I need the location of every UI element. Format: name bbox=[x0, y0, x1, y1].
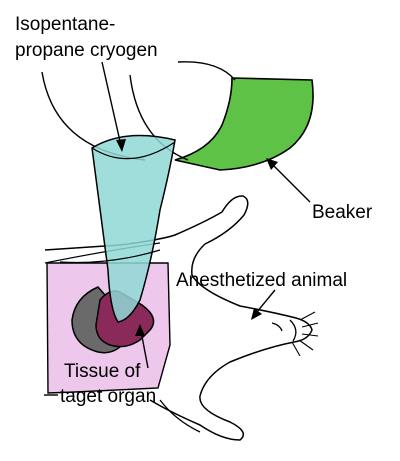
glass-rim bbox=[178, 62, 235, 80]
beaker-pointer bbox=[268, 160, 310, 202]
animal-nose bbox=[290, 320, 296, 341]
cryogen-pointer bbox=[102, 62, 122, 150]
tissue-label-line2: taget organ bbox=[60, 386, 156, 407]
cryogen-label-line1: Isopentane- bbox=[15, 14, 115, 35]
tissue-label-line1: Tissue of bbox=[64, 361, 141, 382]
beaker-label: Beaker bbox=[312, 202, 373, 223]
beaker-shape bbox=[175, 78, 313, 170]
cryogen-label-line2: propane cryogen bbox=[15, 40, 158, 61]
animal-label: Anesthetized animal bbox=[176, 270, 347, 291]
animal-eye bbox=[272, 323, 282, 331]
